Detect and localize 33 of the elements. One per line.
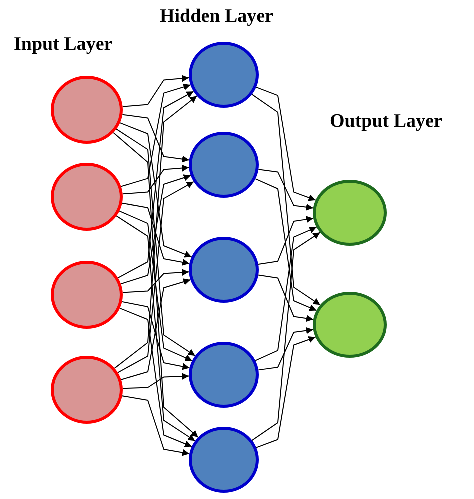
layer-title: Input Layer xyxy=(14,34,113,56)
arrow xyxy=(120,174,192,285)
arrow xyxy=(122,114,190,163)
arrow xyxy=(256,336,316,448)
arrow xyxy=(258,216,314,266)
arrow xyxy=(258,327,314,371)
layer-title: Hidden Layer xyxy=(160,6,274,28)
arrow xyxy=(120,278,192,380)
arrow xyxy=(122,301,190,370)
arrow xyxy=(118,181,194,374)
arrow xyxy=(256,86,316,202)
arrow xyxy=(120,308,192,448)
arrow xyxy=(252,232,321,442)
arrow xyxy=(113,132,199,438)
arrow xyxy=(255,178,318,312)
arrow xyxy=(258,274,314,322)
arrow xyxy=(116,216,196,442)
layer-title: Output Layer xyxy=(330,111,442,133)
arrow xyxy=(122,269,190,294)
arrow xyxy=(122,202,190,266)
arrow xyxy=(120,122,192,258)
arrow xyxy=(122,373,190,390)
arrow xyxy=(258,169,314,211)
arrow xyxy=(252,94,321,306)
arrow xyxy=(122,396,190,456)
arrow xyxy=(122,75,190,108)
arrow xyxy=(255,226,318,362)
arrow xyxy=(120,84,192,188)
arrow xyxy=(119,210,193,362)
arrow xyxy=(118,91,194,279)
arrow xyxy=(114,96,198,369)
arrow xyxy=(122,164,190,195)
arrow xyxy=(116,128,196,357)
